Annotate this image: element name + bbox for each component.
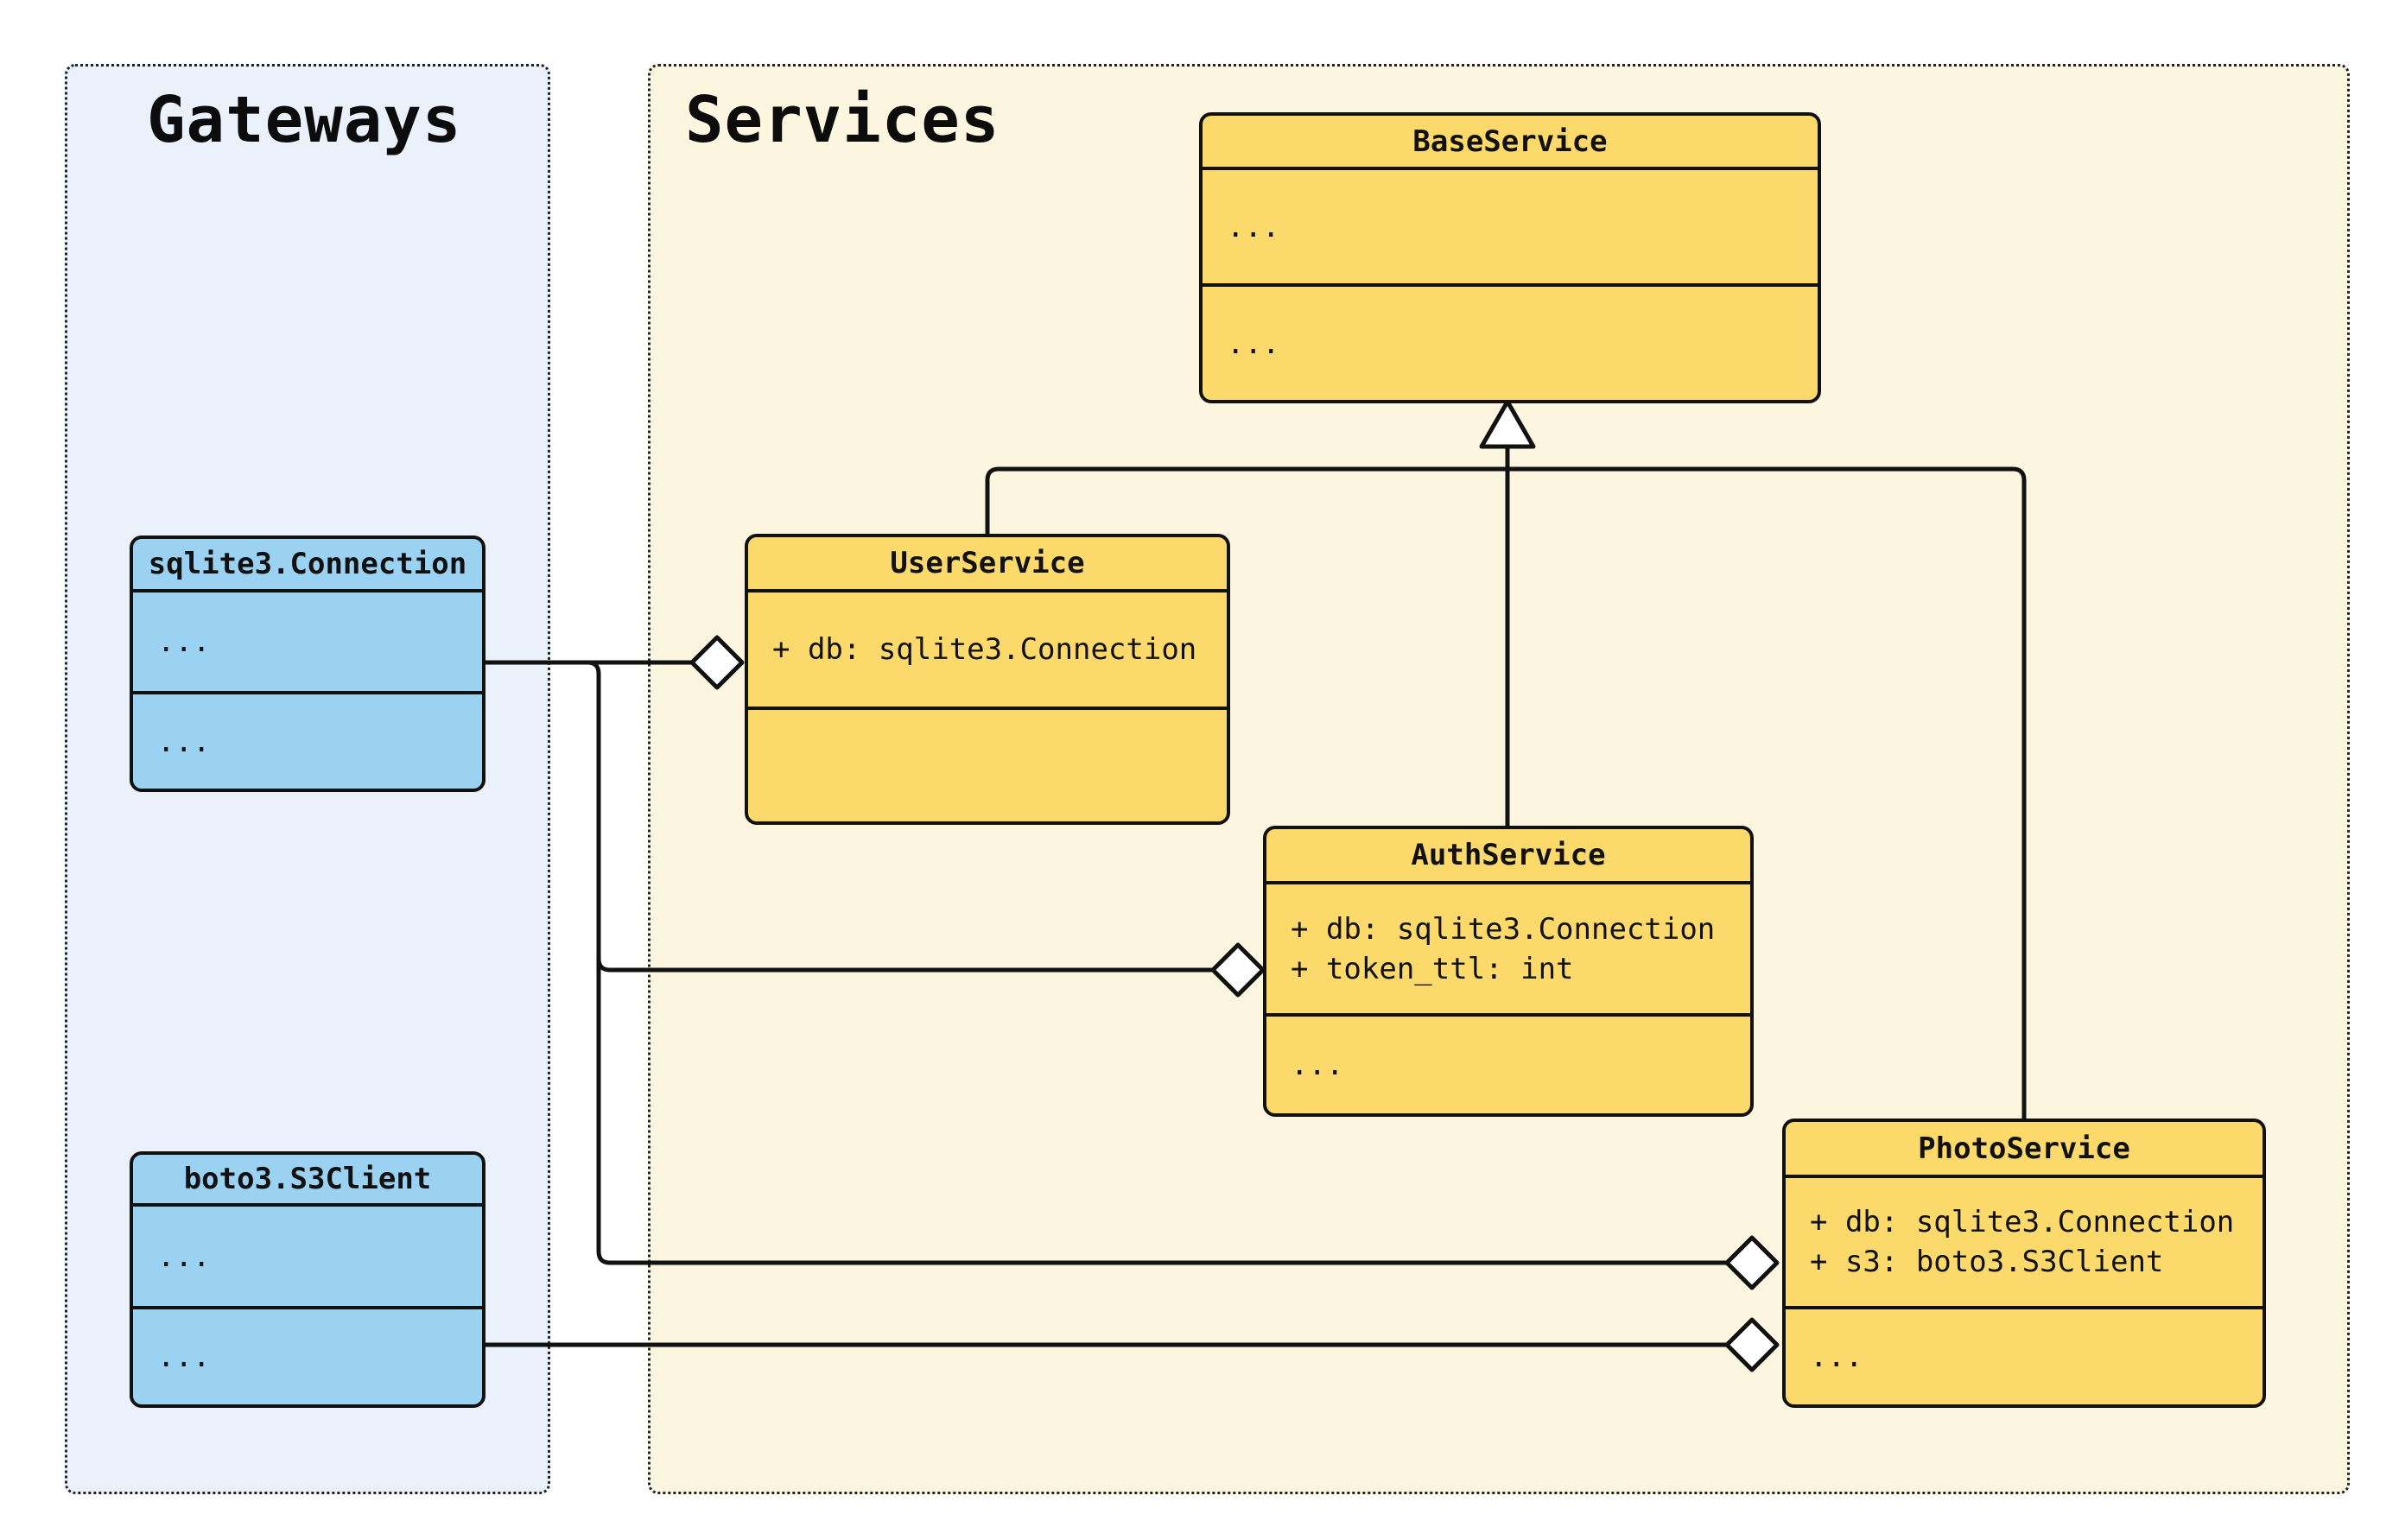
class-name: PhotoService xyxy=(1786,1122,2263,1178)
class-box-userservice: UserService + db: sqlite3.Connection xyxy=(745,534,1230,825)
class-attribute: ... xyxy=(157,624,211,659)
class-methods: ... xyxy=(133,694,482,789)
class-attribute: + token_ttl: int xyxy=(1291,951,1574,986)
class-methods: ... xyxy=(1266,1017,1750,1113)
class-method: ... xyxy=(157,724,211,759)
class-name: UserService xyxy=(748,537,1227,593)
class-name: BaseService xyxy=(1203,116,1818,170)
class-method: ... xyxy=(1291,1048,1344,1082)
class-box-authservice: AuthService + db: sqlite3.Connection + to… xyxy=(1263,826,1754,1117)
class-methods: ... xyxy=(133,1309,482,1404)
class-name: boto3.S3Client xyxy=(133,1155,482,1207)
class-attribute: + db: sqlite3.Connection xyxy=(1810,1205,2235,1239)
gateways-group-title: Gateways xyxy=(147,83,462,157)
class-attribute: ... xyxy=(157,1239,211,1274)
class-attribute: + db: sqlite3.Connection xyxy=(1291,911,1716,947)
class-attributes: + db: sqlite3.Connection + s3: boto3.S3Cl… xyxy=(1786,1178,2263,1309)
class-box-sqlite3-connection: sqlite3.Connection ... ... xyxy=(130,536,486,792)
class-name: AuthService xyxy=(1266,829,1750,884)
class-attribute: ... xyxy=(1227,209,1280,244)
class-methods: ... xyxy=(1203,287,1818,400)
class-methods: ... xyxy=(1786,1309,2263,1404)
class-name: sqlite3.Connection xyxy=(133,539,482,593)
services-group-title: Services xyxy=(685,83,1000,157)
class-box-baseservice: BaseService ... ... xyxy=(1199,112,1821,403)
class-attribute: + db: sqlite3.Connection xyxy=(772,632,1197,667)
class-method: ... xyxy=(1227,326,1280,361)
class-box-boto3-s3client: boto3.S3Client ... ... xyxy=(130,1151,486,1408)
class-attributes: + db: sqlite3.Connection xyxy=(748,593,1227,710)
class-methods xyxy=(748,710,1227,821)
class-box-photoservice: PhotoService + db: sqlite3.Connection + s… xyxy=(1782,1119,2266,1408)
class-attributes: + db: sqlite3.Connection + token_ttl: int xyxy=(1266,884,1750,1017)
class-attribute: + s3: boto3.S3Client xyxy=(1810,1245,2164,1279)
class-attributes: ... xyxy=(133,1207,482,1309)
class-method: ... xyxy=(157,1340,211,1374)
class-method: ... xyxy=(1810,1340,1863,1374)
class-attributes: ... xyxy=(133,593,482,694)
class-attributes: ... xyxy=(1203,170,1818,287)
